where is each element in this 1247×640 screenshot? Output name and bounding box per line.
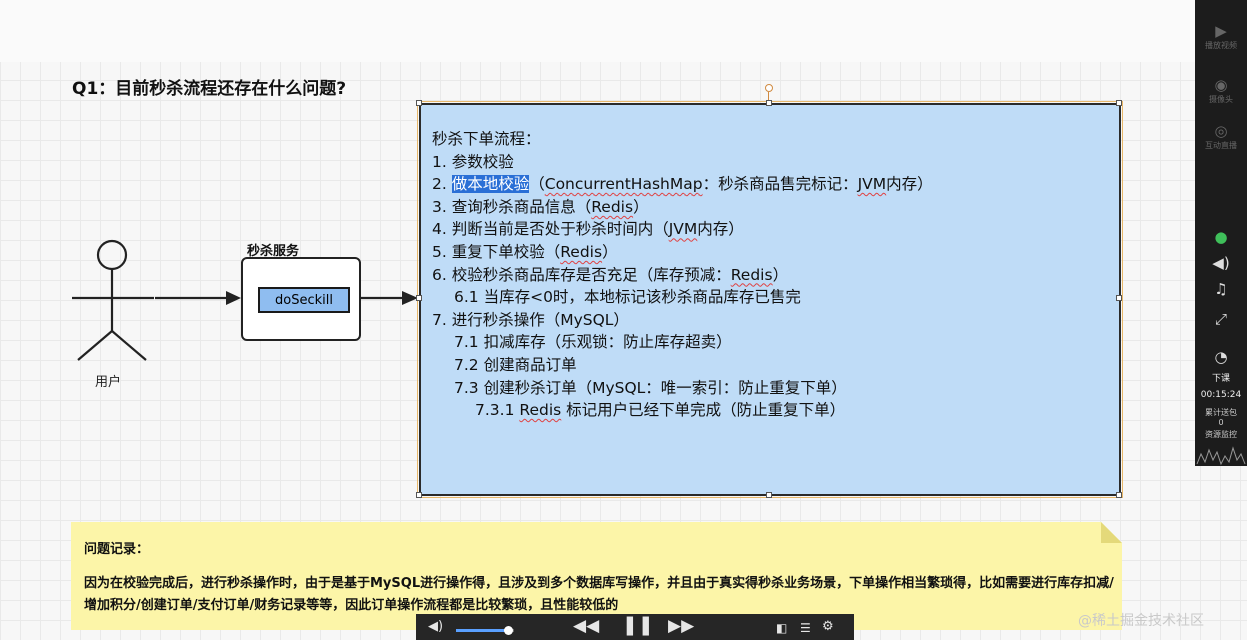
microphone-icon: ●: [1214, 228, 1228, 246]
service-box[interactable]: doSeckill: [241, 257, 361, 341]
flow-step-1: 1. 参数校验: [432, 152, 514, 171]
flow-step-3: 3. 查询秒杀商品信息（Redis）: [432, 197, 649, 216]
problem-note[interactable]: [71, 522, 1122, 630]
flow-step-7-2: 7.2 创建商品订单: [454, 355, 577, 374]
resize-handle-sw[interactable]: [416, 492, 422, 498]
player-bar: [416, 614, 854, 640]
gift-count: 0: [1218, 418, 1224, 427]
flow-box[interactable]: [417, 101, 1123, 498]
resize-handle-w[interactable]: [416, 295, 422, 301]
music-button[interactable]: ♫: [1195, 280, 1247, 298]
toolbar-camera[interactable]: ◉ 摄像头: [1195, 76, 1247, 105]
speaker-button[interactable]: ◀): [1195, 254, 1247, 272]
right-toolbar: ▶ 播放视频 ◉ 摄像头 ◎ 互动直播 ● ◀) ♫ ⤢ ◔ 下课 00:15:…: [1195, 0, 1247, 466]
live-icon: ◎: [1214, 122, 1228, 140]
toolbar-video[interactable]: ▶ 播放视频: [1195, 22, 1247, 51]
user-figure-icon: [72, 239, 154, 361]
list-icon[interactable]: ☰: [800, 621, 811, 635]
mic-button[interactable]: ●: [1195, 228, 1247, 246]
arrow-head-flow: [402, 291, 418, 305]
pause-icon[interactable]: ❚❚: [622, 614, 654, 636]
flow-step-6: 6. 校验秒杀商品库存是否充足（库存预减：Redis）: [432, 265, 789, 284]
pip-icon[interactable]: ◧: [776, 621, 788, 635]
download-button[interactable]: ◔ 下课: [1195, 348, 1247, 385]
speaker-icon: ◀): [1212, 254, 1230, 272]
fast-forward-icon[interactable]: ▶▶: [668, 616, 695, 636]
clock-icon: ◔: [1214, 348, 1228, 366]
selected-text: 做本地校验: [451, 175, 530, 194]
flow-step-7-1: 7.1 扣减库存（乐观锁：防止库存超卖）: [454, 333, 732, 352]
flow-step-6-1: 6.1 当库存<0时，本地标记该秒杀商品库存已售完: [454, 288, 801, 307]
camera-icon: ◉: [1214, 76, 1228, 94]
volume-fill: [456, 629, 509, 632]
rotate-stem: [768, 92, 769, 104]
flow-step-5: 5. 重复下单校验（Redis）: [432, 242, 618, 261]
flow-step-7: 7. 进行秒杀操作（MySQL）: [432, 310, 629, 329]
resize-handle-n[interactable]: [766, 100, 772, 106]
gift-label: 累计送包: [1205, 408, 1237, 417]
doseckill-box[interactable]: doSeckill: [258, 287, 350, 313]
rewind-icon[interactable]: ◀◀: [573, 616, 600, 636]
resize-handle-ne[interactable]: [1116, 100, 1122, 106]
top-band: [0, 0, 1195, 62]
settings-gear-icon[interactable]: ⚙: [822, 619, 834, 634]
fullscreen-button[interactable]: ⤢: [1195, 310, 1247, 328]
resource-monitor[interactable]: 资源监控: [1205, 430, 1237, 439]
rotate-handle[interactable]: [765, 84, 773, 92]
flow-heading: 秒杀下单流程：: [432, 130, 541, 148]
resize-handle-s[interactable]: [766, 492, 772, 498]
user-label: 用户: [95, 375, 122, 390]
toolbar-live[interactable]: ◎ 互动直播: [1195, 122, 1247, 151]
flow-step-2: 2. 做本地校验（ConcurrentHashMap：秒杀商品售完标记：JVM内…: [432, 175, 933, 194]
resize-handle-se[interactable]: [1116, 492, 1122, 498]
flow-step-4: 4. 判断当前是否处于秒杀时间内（JVM内存）: [432, 220, 744, 239]
resize-handle-nw[interactable]: [416, 100, 422, 106]
note-body: 因为在校验完成后，进行秒杀操作时，由于是基于MySQL进行操作得，且涉及到多个数…: [84, 576, 1114, 613]
watermark: @稀土掘金技术社区: [1078, 613, 1204, 629]
volume-knob[interactable]: [504, 626, 514, 635]
flow-step-7-3: 7.3 创建秒杀订单（MySQL：唯一索引：防止重复下单）: [454, 378, 847, 397]
question-title: Q1：目前秒杀流程还存在什么问题?: [72, 79, 347, 99]
music-icon: ♫: [1214, 280, 1228, 298]
arrow-head-service: [226, 291, 241, 305]
resize-handle-e[interactable]: [1116, 295, 1122, 301]
video-icon: ▶: [1215, 22, 1227, 40]
flow-text[interactable]: 秒杀下单流程： 1. 参数校验 2. 做本地校验（ConcurrentHashM…: [432, 128, 933, 422]
note-title: 问题记录：: [84, 542, 150, 557]
service-label: 秒杀服务: [247, 244, 300, 259]
fullscreen-icon: ⤢: [1214, 310, 1227, 328]
resource-graph: [1196, 446, 1246, 466]
session-timer: 00:15:24: [1200, 390, 1242, 400]
flow-step-7-3-1: 7.3.1 Redis 标记用户已经下单完成（防止重复下单）: [475, 401, 846, 420]
volume-icon[interactable]: ◀): [428, 619, 444, 634]
